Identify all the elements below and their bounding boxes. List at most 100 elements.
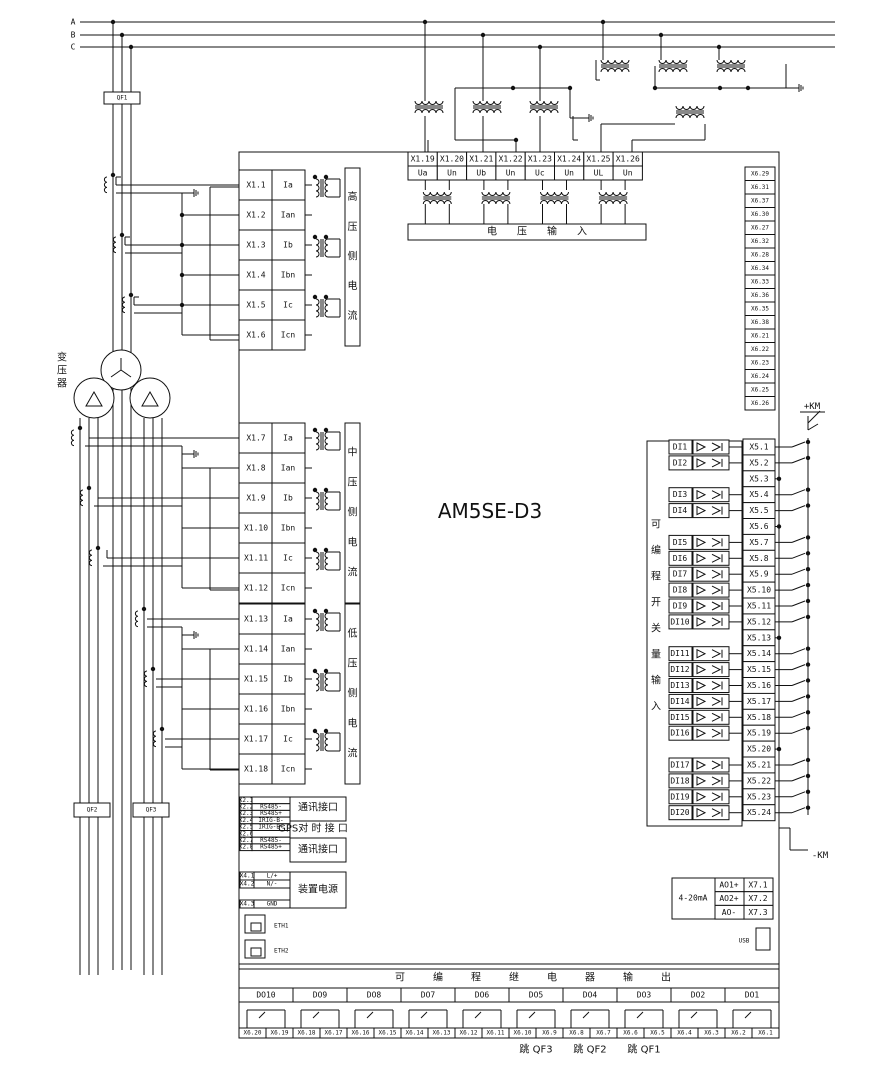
current-transformer-icon (324, 298, 329, 318)
optocoupler-icon (711, 442, 723, 452)
voltage-signal-label: Uc (535, 169, 545, 178)
junction-dot (119, 232, 125, 238)
transformer-delta-icon (85, 390, 103, 407)
transformer-label-char: 压 (57, 365, 67, 377)
junction-dot (805, 551, 811, 556)
breaker-qf1-label: QF1 (117, 95, 128, 102)
current-transformer-icon (152, 730, 157, 748)
comm-terminal-label: X2.6 (239, 830, 254, 837)
di-switch-icon (791, 680, 806, 686)
junction-dot (323, 427, 329, 433)
x6-terminal-label: X6.34 (751, 265, 769, 272)
junction-dot (128, 292, 134, 298)
current-terminal (238, 482, 273, 514)
relay-terminal-label: X6.8 (569, 1030, 584, 1037)
trip-label: 跳 QF2 (573, 1043, 606, 1056)
optocoupler-icon (692, 503, 730, 519)
current-terminal-label: X1.9 (246, 494, 265, 503)
relay-terminal-label: X6.15 (378, 1030, 396, 1037)
di-group-char: 量 (651, 649, 661, 661)
current-transformer-icon (112, 236, 117, 254)
current-group-char: 流 (348, 566, 358, 579)
relay-output-label: DO7 (421, 991, 436, 1000)
breaker-qf3 (132, 802, 170, 818)
voltage-transformer-icon (600, 59, 630, 73)
power-label: 装置电源 (298, 883, 338, 896)
current-group-char: 电 (348, 279, 358, 292)
current-transformer-icon (70, 429, 75, 447)
junction-dot (600, 19, 606, 25)
current-terminal-label: X1.5 (246, 301, 265, 310)
current-signal-label: Icn (281, 331, 296, 340)
power-terminal-label: X4.1 (240, 873, 255, 880)
di-box (668, 805, 693, 821)
junction-dot (312, 234, 318, 240)
di-box (668, 789, 693, 805)
optocoupler-icon (711, 681, 723, 690)
optocoupler-icon (711, 585, 723, 595)
current-terminal-label: X1.6 (246, 331, 265, 340)
di-switch-icon (791, 695, 806, 702)
junction-dot (805, 757, 811, 763)
di-label: DI3 (673, 490, 688, 499)
optocoupler-icon (692, 614, 730, 630)
di-switch-icon (791, 664, 806, 671)
optocoupler-icon (711, 776, 723, 786)
current-transformer-icon (103, 176, 108, 194)
current-transformer-icon (121, 296, 126, 314)
current-terminal (238, 572, 273, 604)
current-terminal-label: X1.2 (246, 211, 265, 220)
optocoupler-icon (711, 617, 723, 627)
di-box (668, 439, 693, 455)
optocoupler-icon (711, 506, 723, 516)
di-box (668, 662, 693, 678)
current-transformer-icon (315, 672, 320, 692)
relay-output-label: DO5 (529, 991, 544, 1000)
x5-terminal-label: X5.9 (749, 570, 768, 579)
x6-terminal-label: X6.36 (751, 292, 769, 299)
current-signal (271, 169, 306, 201)
power-terminal-label: X4.2 (240, 881, 255, 888)
input-transformer-icon (598, 191, 628, 205)
voltage-signal-label: Ua (418, 169, 428, 178)
current-signal (271, 542, 306, 574)
current-group-box (344, 422, 361, 604)
x6-terminal (744, 396, 776, 411)
junction-dot (805, 503, 811, 508)
current-terminal (238, 512, 273, 544)
ethernet-port-icon (250, 947, 262, 957)
breaker-qf1 (103, 91, 141, 105)
junction-dot (805, 710, 811, 715)
x5-terminal-label: X5.10 (747, 586, 771, 595)
relay-output-label: DO3 (637, 991, 652, 1000)
junction-dot (312, 728, 318, 734)
comm-signal-label: IRIG-B- (258, 817, 283, 824)
breaker-qf2 (73, 802, 111, 818)
x5-terminal-label: X5.14 (747, 649, 771, 658)
junction-dot (110, 172, 116, 178)
optocoupler-icon (696, 648, 707, 659)
x5-terminal-label: X5.2 (749, 458, 768, 467)
optocoupler-icon (696, 664, 707, 675)
relay-contact-icon (366, 1011, 374, 1019)
x5-terminal-label: X5.1 (749, 443, 768, 452)
di-label: DI15 (670, 713, 689, 722)
voltage-input-label-box (407, 223, 647, 241)
junction-dot (717, 85, 723, 91)
x6-terminal-label: X6.28 (751, 252, 769, 259)
optocoupler-icon (692, 534, 730, 550)
x6-terminal-label: X6.21 (751, 333, 769, 340)
di-box (668, 582, 693, 598)
comm-label-2: 通讯接口 (298, 843, 338, 856)
relay-output-label-char: 可 (395, 973, 405, 984)
bus-label-b: B (71, 31, 76, 40)
di-switch-icon (791, 489, 806, 496)
di-label: DI9 (673, 602, 688, 611)
current-transformer-icon (324, 178, 329, 198)
optocoupler-icon (711, 696, 723, 706)
comm-signal-label: RS485- (260, 837, 282, 844)
comm-terminal-label: X2.7 (239, 837, 254, 844)
current-transformer-icon (324, 551, 329, 571)
di-group-char: 开 (651, 598, 661, 609)
junction-dot (513, 137, 519, 143)
